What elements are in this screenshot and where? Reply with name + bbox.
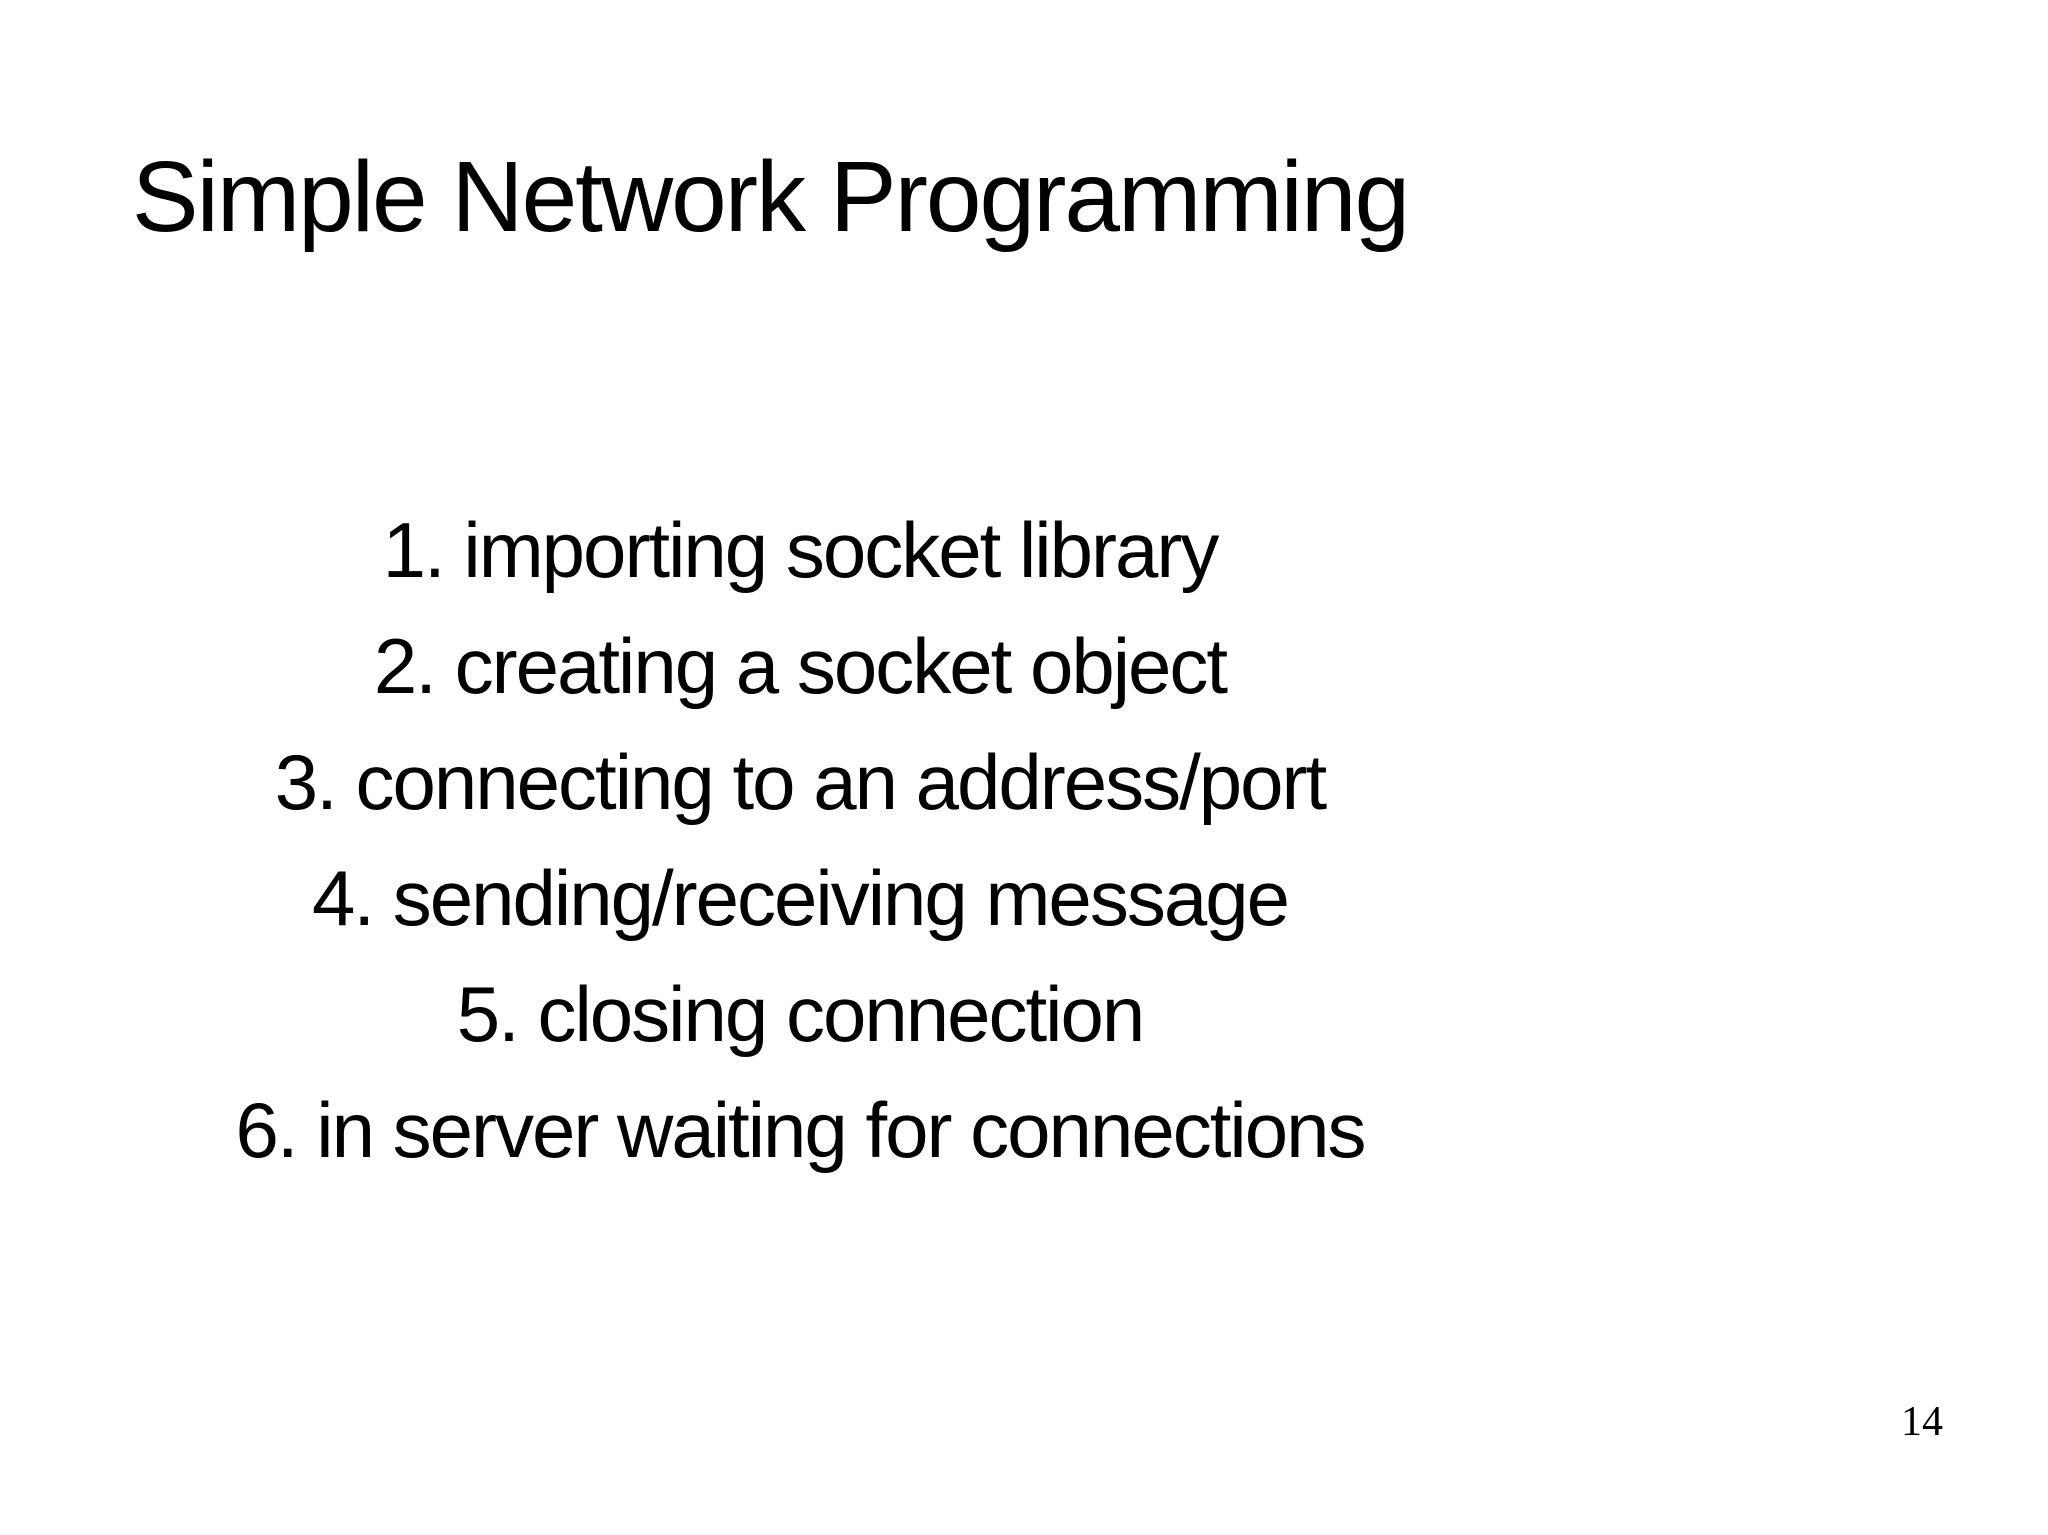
list-item: 2. creating a socket object bbox=[373, 622, 1228, 710]
page-number: 14 bbox=[1901, 1399, 1943, 1445]
list-item: 5. closing connection bbox=[456, 970, 1145, 1058]
list-item: 3. connecting to an address/port bbox=[274, 738, 1327, 826]
list-item: 6. in server waiting for connections bbox=[235, 1086, 1367, 1174]
slide-title: Simple Network Programming bbox=[131, 141, 1410, 253]
list-item: 4. sending/receiving message bbox=[312, 854, 1290, 942]
list-item: 1. importing socket library bbox=[382, 506, 1220, 594]
slide-body-list: 1. importing socket library 2. creating … bbox=[0, 492, 1600, 1188]
